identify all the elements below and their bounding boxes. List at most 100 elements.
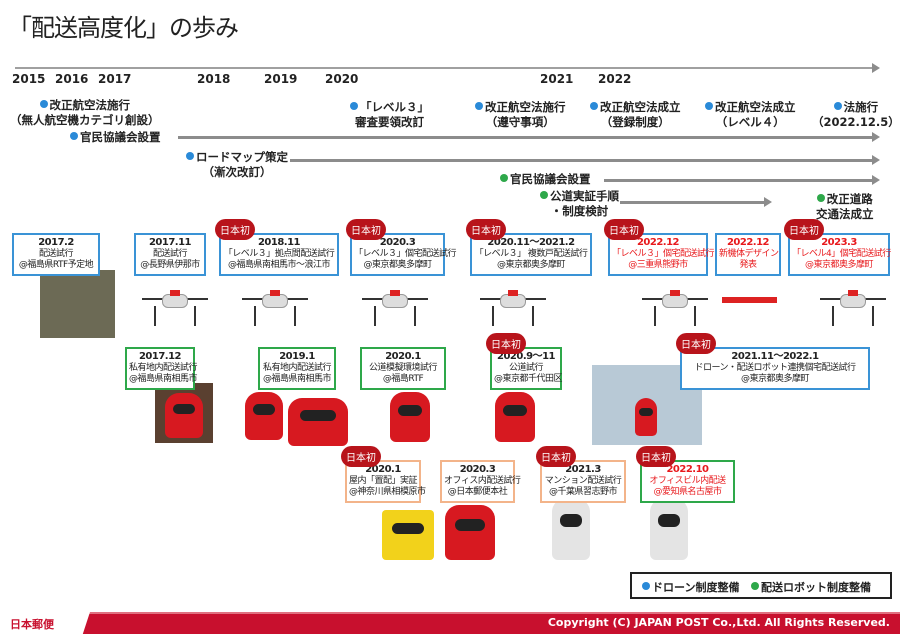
trial-text: @東京都奥多摩町 (804, 260, 874, 270)
 (254, 306, 256, 326)
bullet-dot-icon (70, 132, 78, 140)
trial-text: @東京都奥多摩町 (363, 260, 432, 270)
trial-box: 2022.12「レベル３」個宅配送試行@三重県熊野市 (608, 233, 715, 276)
arrow-robot-council (604, 175, 880, 185)
trial-date: 2018.11 (257, 237, 301, 248)
milestone: ロードマップ策定（漸次改訂） (186, 150, 288, 180)
arrow-public-road (620, 197, 772, 207)
drone-icon (640, 278, 710, 328)
robot-white-icon (650, 498, 688, 560)
trial-text: 私有地内配送試行 (262, 362, 332, 373)
trial-box: 2020.11～2021.2「レベル３」 複数戸配送試行@東京都奥多摩町 (470, 233, 592, 276)
trial-date: 2020.3 (379, 237, 416, 248)
trial-text: @東京都奥多摩町 (496, 260, 566, 270)
trial-date: 2019.1 (279, 351, 315, 362)
trial-date: 2020.11～2021.2 (487, 237, 575, 248)
trial-text: オフィスビル内配送 (649, 475, 726, 486)
first-in-japan-badge: 日本初 (466, 219, 506, 240)
milestone-line: （漸次改訂） (202, 165, 272, 179)
milestone-line: （レベル４） (715, 115, 785, 129)
year-label: 2022 (598, 72, 632, 86)
bullet-dot-icon (833, 102, 842, 110)
bullet-dot-icon (350, 102, 358, 110)
milestone-line: ・制度検討 (550, 204, 609, 218)
milestone-line: （2022.12.5） (812, 115, 900, 129)
milestone-line: 改正道路 (826, 192, 873, 206)
 (872, 306, 874, 326)
legend-robot: 配送ロボット制度整備 (760, 581, 871, 594)
milestone: 法施行（2022.12.5） (812, 100, 900, 130)
milestone: 官民協議会設置 (500, 172, 591, 187)
milestone-line: 審査要領改訂 (355, 115, 424, 129)
trial-box: 2018.11「レベル３」拠点間配送試行@福島県南相馬市～浪江市 (219, 233, 339, 276)
year-label: 2020 (325, 72, 359, 86)
first-in-japan-badge: 日本初 (341, 446, 381, 467)
milestone: 改正航空法成立（レベル４） (705, 100, 796, 130)
trial-text: 「レベル4」個宅配送試行 (792, 248, 891, 259)
robot-icon (495, 392, 535, 442)
 (382, 294, 408, 308)
bullet-dot-icon (475, 102, 483, 110)
milestone-line: 交通法成立 (816, 207, 874, 221)
trial-text: マンション配送試行 (544, 475, 622, 486)
milestone-text: 改正道路 (816, 192, 874, 207)
year-label: 2016 (55, 72, 89, 86)
first-in-japan-badge: 日本初 (604, 219, 644, 240)
milestone-line: 法施行 (843, 100, 879, 114)
 (390, 290, 400, 296)
milestone-line: ロードマップ策定 (196, 150, 288, 164)
 (848, 290, 858, 296)
milestone-text: 官民協議会設置 (70, 130, 161, 145)
milestone-line: （登録制度） (600, 115, 670, 129)
footer-bar (0, 612, 900, 634)
first-in-japan-badge: 日本初 (636, 446, 676, 467)
 (500, 294, 526, 308)
first-in-japan-badge: 日本初 (486, 333, 526, 354)
trial-box: 2023.3「レベル4」個宅配送試行@東京都奥多摩町 (788, 233, 891, 276)
 (654, 306, 656, 326)
trial-text: オフィス内配送試行 (444, 475, 521, 486)
 (532, 306, 534, 326)
milestone-line: 改正航空法施行 (485, 100, 566, 114)
 (170, 290, 180, 296)
trial-text: @福島県南相馬市 (262, 374, 332, 384)
milestone-text: 改正航空法成立 (705, 100, 796, 115)
milestone: 公道実証手順・制度検討 (540, 189, 619, 219)
 (662, 294, 688, 308)
trial-text: @神奈川県相模原市 (349, 487, 426, 497)
milestone-text: 交通法成立 (816, 207, 874, 222)
trial-text: @愛知県名古屋市 (653, 487, 722, 497)
trial-text: @三重県熊野市 (628, 260, 688, 270)
trial-text: @長野県伊那市 (140, 260, 200, 270)
milestone-line: 官民協議会設置 (80, 130, 161, 144)
milestone: 改正航空法施行（遵守事項） (475, 100, 566, 130)
 (270, 290, 280, 296)
trial-date: 2021.3 (565, 464, 601, 475)
milestone-line: 改正航空法成立 (715, 100, 796, 114)
trial-date: 2023.3 (821, 237, 857, 248)
trial-box: 2020.3「レベル３」個宅配送試行@東京都奥多摩町 (350, 233, 457, 276)
 (262, 294, 288, 308)
bullet-dot-icon (590, 102, 598, 110)
milestone-text: （2022.12.5） (812, 115, 900, 130)
drone-icon (140, 278, 210, 328)
robot-indoor-icon (382, 510, 434, 560)
year-label: 2018 (197, 72, 231, 86)
milestone-text: 改正航空法施行 (475, 100, 566, 115)
first-in-japan-badge: 日本初 (346, 219, 386, 240)
trial-date: 2020.9～11 (496, 351, 556, 362)
bullet-dot-icon (705, 102, 713, 110)
drone-icon (818, 278, 888, 328)
bullet-dot-icon (500, 174, 508, 182)
milestone-line: 改正航空法成立 (600, 100, 681, 114)
legend-drone: ドローン制度整備 (652, 581, 740, 594)
trial-date: 2020.3 (459, 464, 496, 475)
trial-text: 「レベル３」個宅配送試行 (354, 248, 457, 259)
trial-text: 新機体デザイン (719, 248, 779, 259)
milestone-text: 公道実証手順 (540, 189, 619, 204)
new-drone-icon (722, 285, 777, 315)
